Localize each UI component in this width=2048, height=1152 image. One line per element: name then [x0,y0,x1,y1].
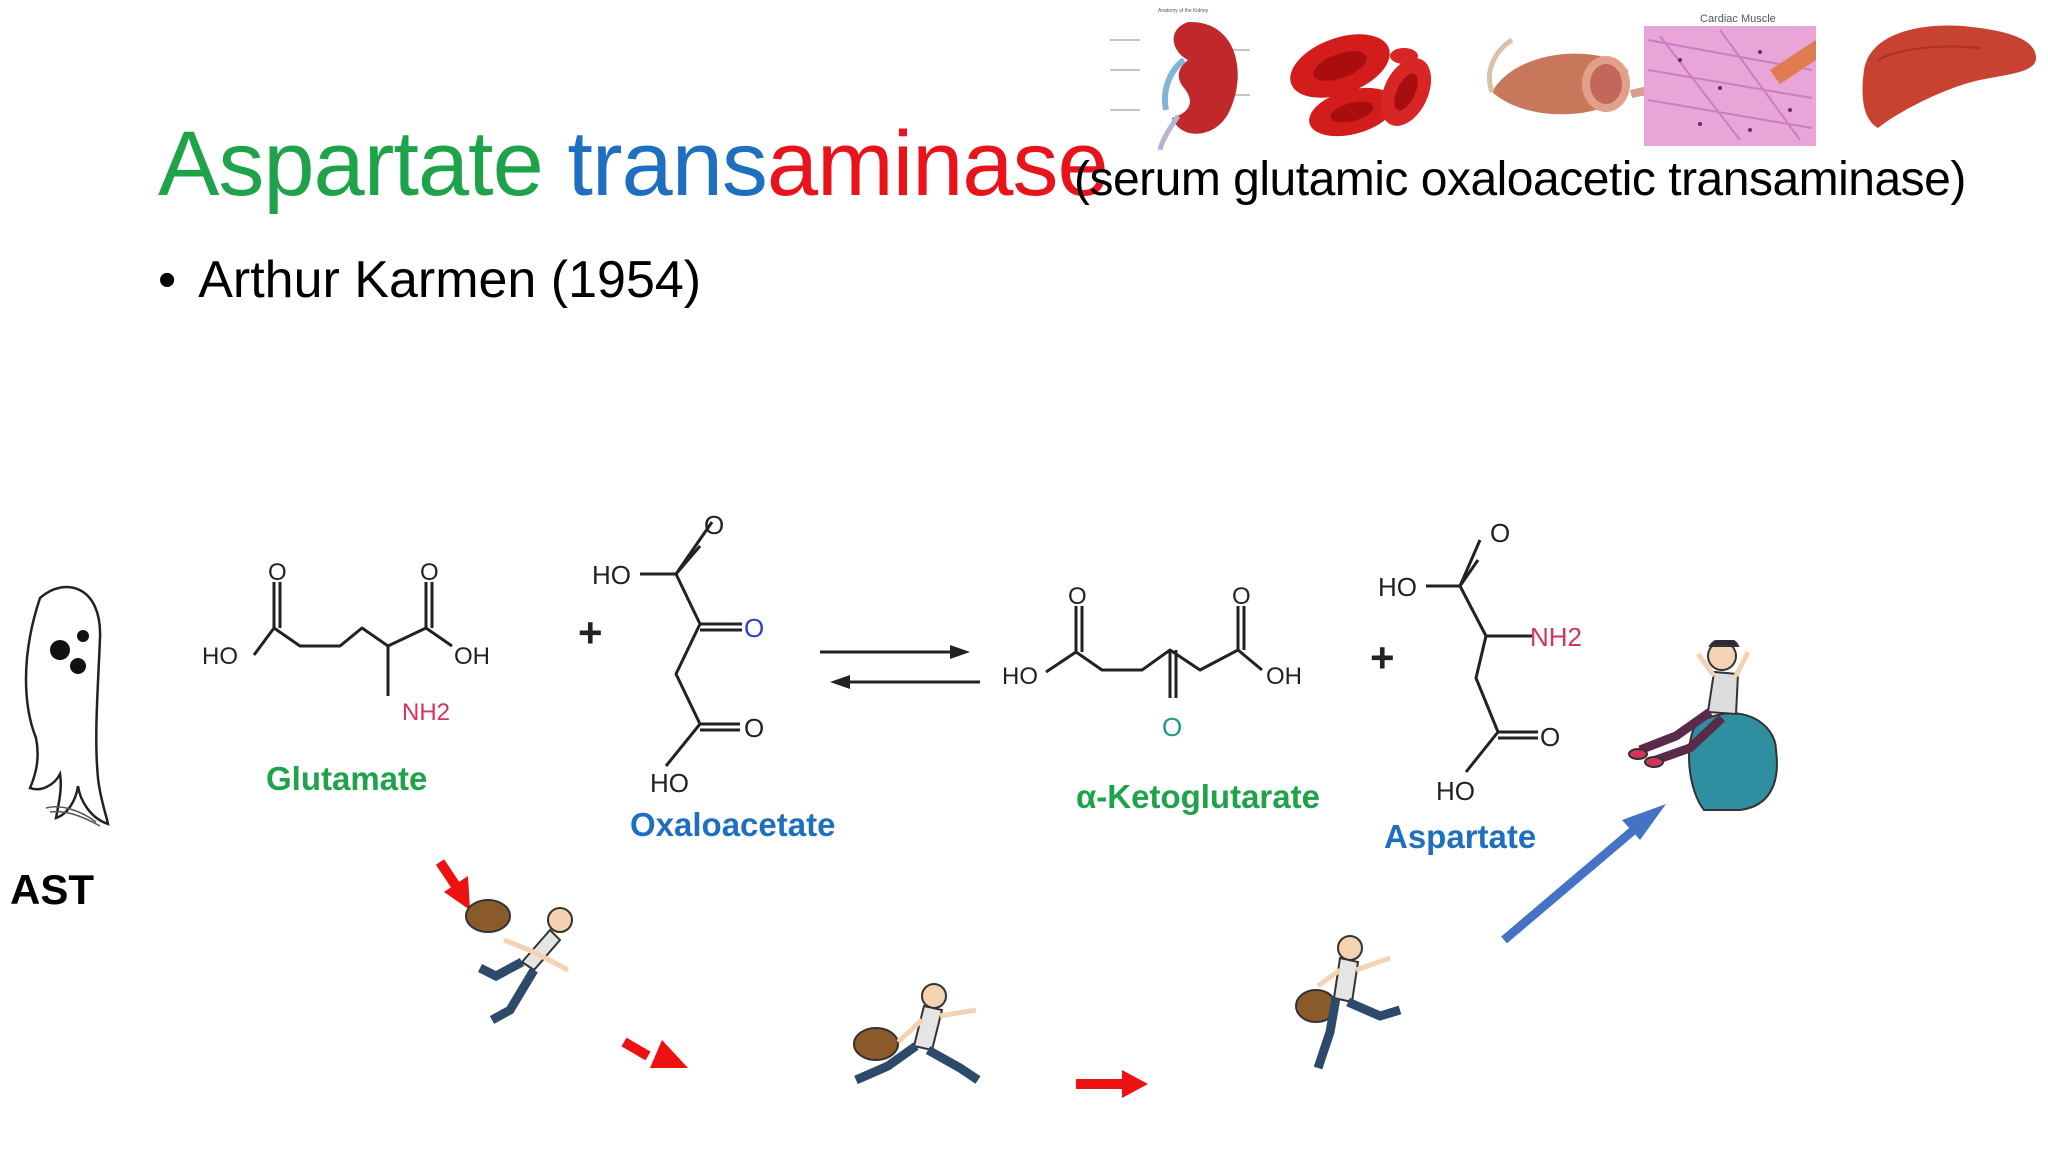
oxaloacetate-ketone-oxygen: O [744,613,764,643]
bullet-point: • Arthur Karmen (1954) [158,254,701,306]
svg-text:Anatomy of the Kidney: Anatomy of the Kidney [1158,8,1209,14]
glutamate-structure [252,582,453,696]
glutamate-label: Glutamate [266,760,428,797]
aspartate-hydroxyl-top: HO [1378,572,1417,602]
bullet-text: Arthur Karmen (1954) [198,251,702,309]
ketoglutarate-structure [1045,606,1263,698]
glutamate-hydroxyl-left: HO [202,643,238,670]
equilibrium-arrows [820,645,980,689]
cardiac-muscle-image: Cardiac Muscle [1644,8,1816,146]
skeletal-muscle-image [1486,37,1652,115]
plus-sign-left: + [578,609,603,656]
glutamate-oxygen-right: O [420,559,439,586]
ketoglutarate-hydroxyl-right: OH [1266,663,1302,690]
title-part-aminase: aminase [766,113,1109,215]
running-courier-3 [1295,935,1402,1070]
red-blood-cells-image [1290,34,1432,137]
amine-courier-sequence [435,640,1778,1098]
running-courier-1 [465,899,573,1024]
ketoglutarate-label: α-Ketoglutarate [1076,778,1320,815]
enzyme-label: AST [10,866,94,913]
aspartate-label: Aspartate [1384,818,1537,855]
running-courier-2 [853,983,981,1085]
title-part-trans: trans [567,113,768,215]
oxaloacetate-oxygen-top: O [704,510,724,540]
red-arrow-3-icon [1076,1070,1148,1098]
reaction-scheme: + + O O HO OH NH2 O HO O O HO O O HO OH … [202,510,1582,806]
ketoglutarate-ketone-oxygen: O [1162,712,1182,742]
liver-image [1862,25,2036,129]
oxaloacetate-label: Oxaloacetate [630,806,836,843]
aspartate-oxygen-bottom: O [1540,722,1560,752]
bullet-dot: • [158,251,177,309]
glutamate-amine: NH2 [402,699,450,726]
oxaloacetate-oxygen-bottom: O [744,713,764,743]
slide-subtitle: (serum glutamic oxaloacetic transaminase… [1074,153,1966,206]
title-part-aspartate: Aspartate [158,113,544,215]
glutamate-oxygen-left: O [268,559,287,586]
aspartate-oxygen-top: O [1490,518,1510,548]
slide-title: Aspartate transaminase [158,118,1109,210]
kidney-image: Anatomy of the Kidney [1108,2,1258,150]
aspartate-structure [1426,539,1538,773]
red-arrow-2-icon [621,1037,688,1068]
aspartate-hydroxyl-bottom: HO [1436,776,1475,806]
ketoglutarate-oxygen-left: O [1068,583,1087,610]
ketoglutarate-oxygen-right: O [1232,583,1251,610]
plus-sign-right: + [1370,634,1395,681]
enzyme-ghost-mascot [24,585,110,827]
oxaloacetate-hydroxyl-bottom: HO [650,768,689,798]
blue-arrow-icon [1501,804,1666,944]
aspartate-amine: NH2 [1530,622,1582,652]
resting-courier-beanbag [1628,640,1778,811]
oxaloacetate-hydroxyl-top: HO [592,560,631,590]
cardiac-muscle-label: Cardiac Muscle [1700,13,1776,25]
organ-images: Anatomy of the Kidney Cardiac Musc [1108,2,2036,150]
glutamate-hydroxyl-right: OH [454,643,490,670]
oxaloacetate-structure [640,521,742,767]
ketoglutarate-hydroxyl-left: HO [1002,663,1038,690]
red-arrow-1-icon [435,859,470,910]
